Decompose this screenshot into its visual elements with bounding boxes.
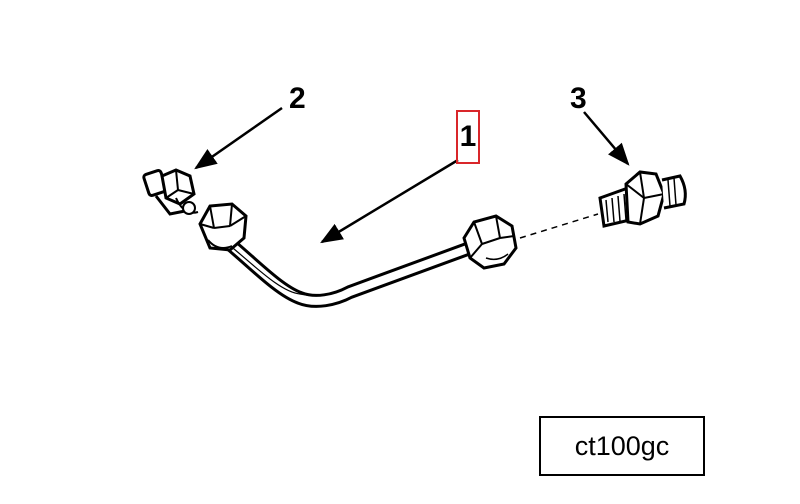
callout-label-3: 3: [570, 82, 587, 115]
pipe-nut-right: [462, 214, 518, 270]
reference-code-box: ct100gc: [539, 416, 705, 476]
callout-label-2: 2: [289, 82, 306, 115]
fuel-pipe: [218, 233, 477, 308]
small-fitting: [142, 168, 199, 216]
leader-arrow-3: [583, 111, 630, 166]
alignment-line: [519, 213, 599, 239]
union-fitting: [598, 170, 687, 228]
pipe-nut-left: [198, 202, 248, 252]
callout-label-1-highlighted[interactable]: 1: [456, 110, 480, 164]
leader-arrow-1: [320, 158, 459, 244]
leader-arrow-2: [194, 106, 283, 170]
